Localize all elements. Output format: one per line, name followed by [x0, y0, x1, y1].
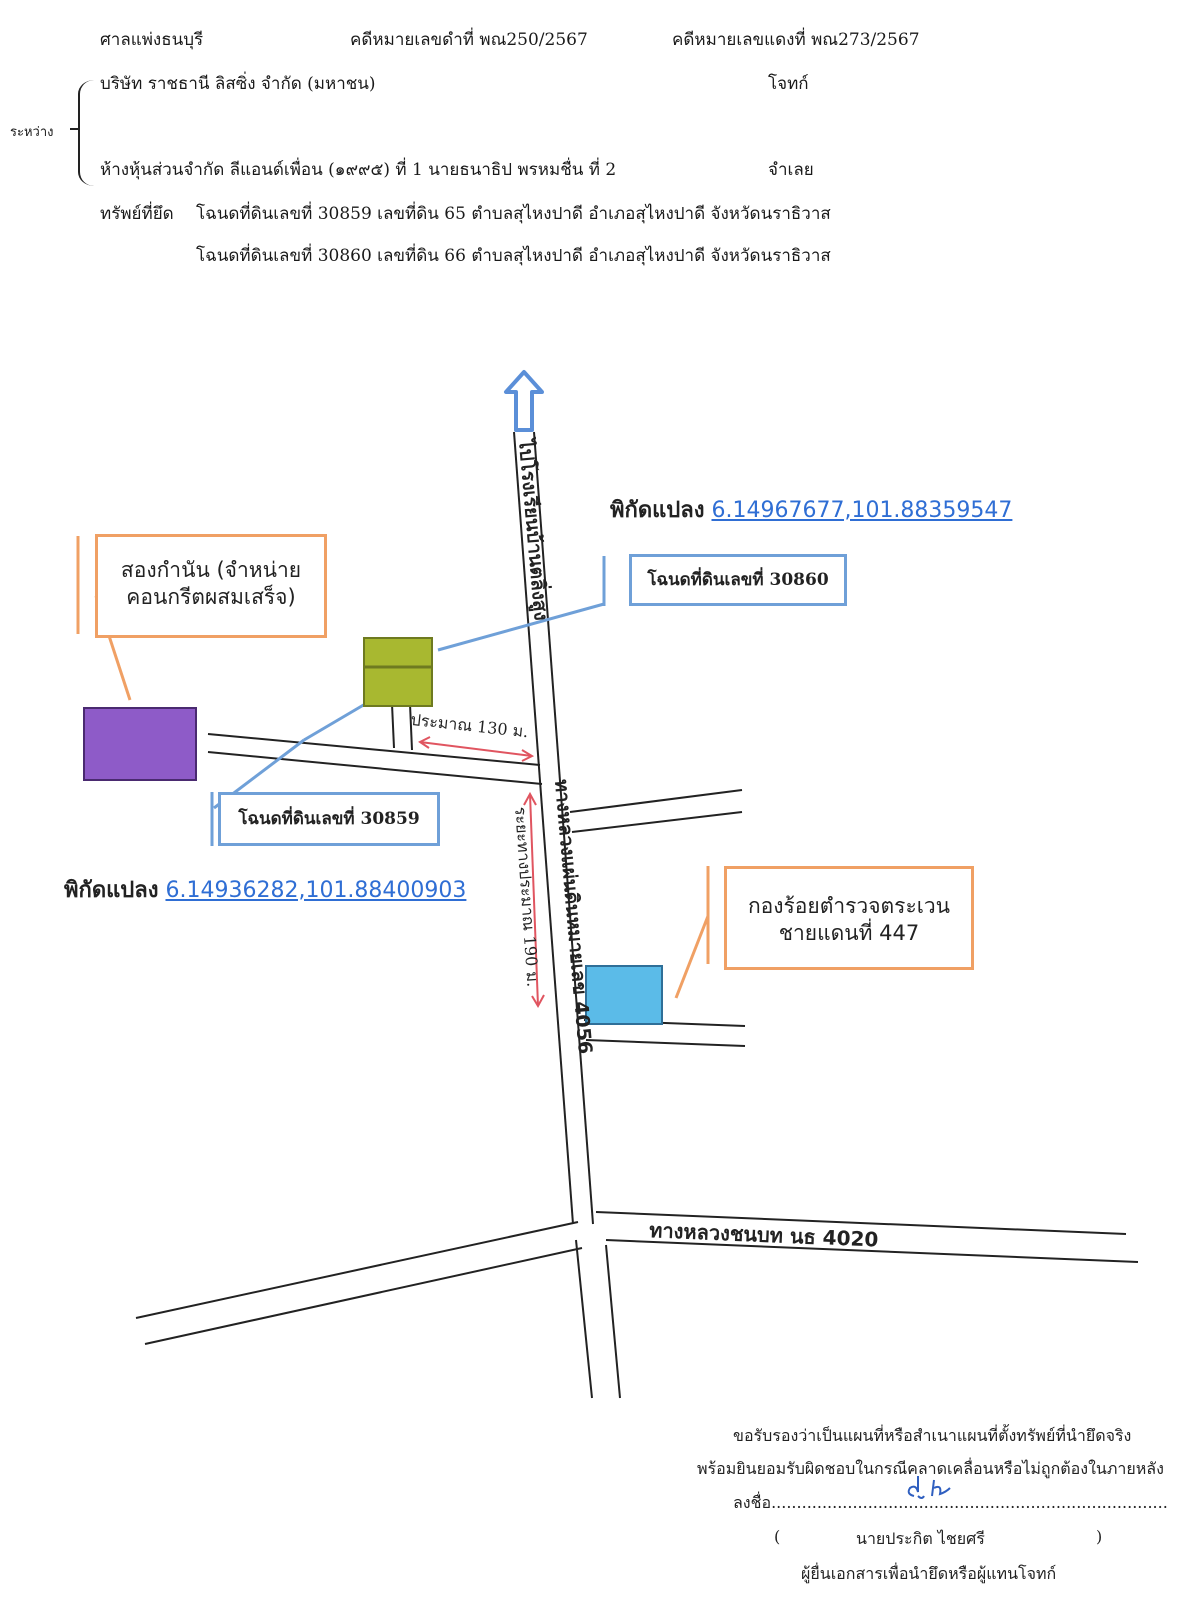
- red-case-number: คดีหมายเลขแดงที่ พณ273/2567: [672, 30, 920, 50]
- police-leader-line: [674, 915, 710, 999]
- coord-30859-link[interactable]: 6.14936282,101.88400903: [165, 878, 467, 903]
- between-label: ระหว่าง: [10, 125, 54, 140]
- certify-line-2: พร้อมยินยอมรับผิดชอบในกรณีคลาดเคลื่อนหรื…: [697, 1459, 1164, 1478]
- plot-building: [363, 637, 433, 707]
- police-callout-text: กองร้อยตำรวจตระเวน ชายแดนที่ 447: [747, 894, 951, 945]
- plaintiff-role: โจทก์: [768, 74, 809, 94]
- coord-30860-link[interactable]: 6.14967677,101.88359547: [711, 498, 1013, 523]
- north-arrow-icon: [504, 370, 544, 432]
- plot-30860-callout: โฉนดที่ดินเลขที่ 30860: [629, 554, 847, 606]
- plot-30859-callout-text: โฉนดที่ดินเลขที่ 30859: [238, 809, 420, 829]
- police-callout: กองร้อยตำรวจตระเวน ชายแดนที่ 447: [724, 866, 974, 970]
- black-case-number: คดีหมายเลขดำที่ พณ250/2567: [350, 30, 588, 50]
- certify-line-1: ขอรับรองว่าเป็นแผนที่หรือสำเนาแผนที่ตั้ง…: [733, 1426, 1132, 1445]
- parties-brace: [70, 80, 96, 186]
- highway-4056-road: [513, 431, 594, 1225]
- distance-130-arrow: [418, 736, 535, 762]
- defendant-role: จำเลย: [768, 160, 814, 180]
- signer-name: นายประกิต ไชยศรี: [856, 1529, 985, 1548]
- coord-30859: พิกัดแปลง 6.14936282,101.88400903: [64, 872, 466, 907]
- plot-30860-callout-text: โฉนดที่ดินเลขที่ 30860: [647, 570, 829, 590]
- close-paren: ): [1096, 1527, 1103, 1546]
- shop-building: [83, 707, 197, 781]
- plot-30859-callout: โฉนดที่ดินเลขที่ 30859: [218, 792, 440, 846]
- shop-callout-text: สองกำนัน (จำหน่าย คอนกรีตผสมเสร็จ): [120, 558, 302, 609]
- seized-label: ทรัพย์ที่ยึด: [100, 204, 174, 224]
- seized-property-2: โฉนดที่ดินเลขที่ 30860 เลขที่ดิน 66 ตำบล…: [196, 246, 831, 266]
- signer-role: ผู้ยื่นเอกสารเพื่อนำยึดหรือผู้แทนโจทก์: [801, 1564, 1057, 1583]
- driveway: [391, 703, 413, 751]
- signature-line: ลงชื่อ..................................…: [733, 1493, 1168, 1512]
- open-paren: (: [774, 1527, 781, 1546]
- shop-callout: สองกำนัน (จำหน่าย คอนกรีตผสมเสร็จ): [95, 534, 327, 638]
- plaintiff-name: บริษัท ราชธานี ลิสซิ่ง จำกัด (มหาชน): [100, 74, 376, 94]
- side-road-west: [207, 733, 543, 785]
- distance-190-arrow: [523, 791, 545, 1009]
- side-road-east-upper: [569, 789, 743, 833]
- handwritten-signature: [907, 1476, 951, 1499]
- coord-30860-label: พิกัดแปลง: [610, 498, 705, 523]
- plot-30860-leader-line: [437, 602, 605, 652]
- plot-30859-leader-line-2: [303, 698, 373, 742]
- coord-30860: พิกัดแปลง 6.14967677,101.88359547: [610, 492, 1012, 527]
- defendant-name: ห้างหุ้นส่วนจำกัด ลีแอนด์เพื่อน (๑๙๙๕) ท…: [100, 160, 617, 180]
- seized-property-1: โฉนดที่ดินเลขที่ 30859 เลขที่ดิน 65 ตำบล…: [196, 204, 831, 224]
- police-building: [585, 965, 663, 1025]
- coord-30859-label: พิกัดแปลง: [64, 878, 159, 903]
- highway-4020-road: [135, 1211, 1139, 1399]
- court-name: ศาลแพ่งธนบุรี: [100, 30, 204, 50]
